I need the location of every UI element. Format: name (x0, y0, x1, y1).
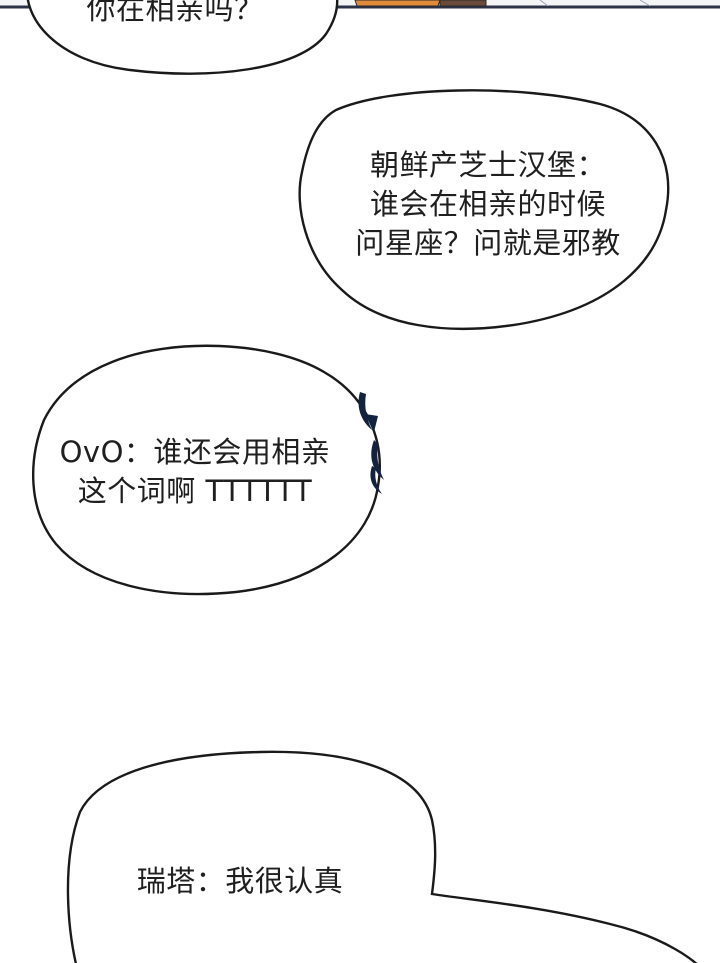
bubble-3-line: 这个词啊 TTTTTT (77, 474, 313, 508)
speech-bubble-3 (32, 344, 381, 596)
speech-bubble-4 (66, 750, 698, 963)
bubble-2-line: 问星座？问就是邪教 (355, 226, 621, 260)
bubble-4-line: 瑞塔：我很认真 (136, 864, 344, 898)
speech-bubble-2 (298, 89, 670, 331)
bubble-2-line: 谁会在相亲的时候 (369, 187, 606, 221)
bubble-3-text: OvO：谁还会用相亲 这个词啊 TTTTTT (30, 433, 360, 511)
tremble-marks-icon (358, 392, 384, 494)
bubble-3-line: OvO：谁还会用相亲 (59, 435, 331, 469)
bubble-2-line: 朝鲜产芝士汉堡： (369, 148, 606, 182)
bubble-4-text: 瑞塔：我很认真 (100, 862, 380, 901)
speech-bubble-1 (26, 0, 339, 75)
bubble-1-text: 你在相亲吗？ (40, 0, 310, 29)
bubble-1-line: 你在相亲吗？ (86, 0, 264, 26)
bubble-2-text: 朝鲜产芝士汉堡： 谁会在相亲的时候 问星座？问就是邪教 (308, 146, 668, 263)
